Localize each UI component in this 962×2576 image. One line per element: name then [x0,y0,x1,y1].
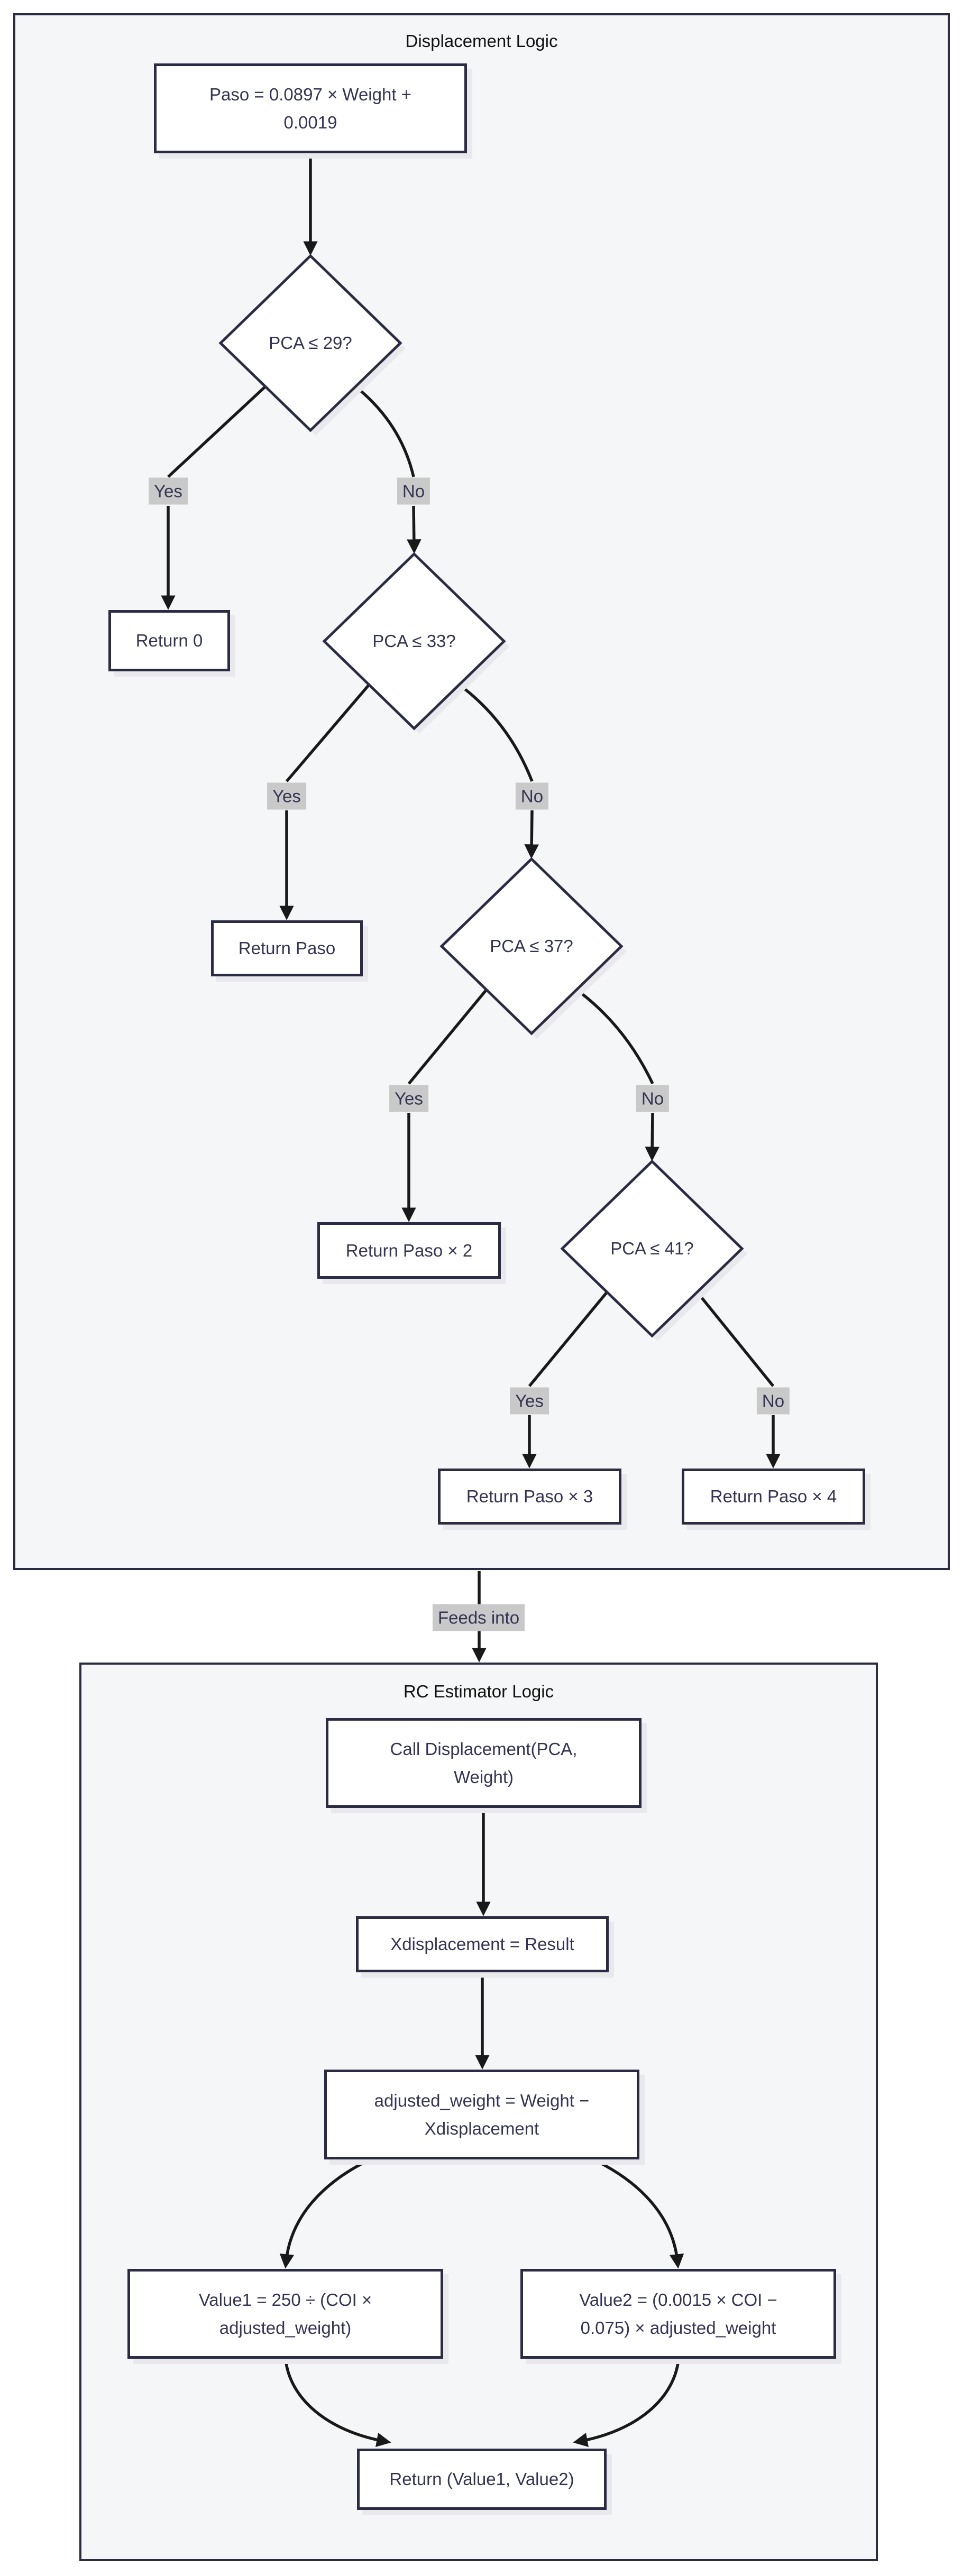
pca37-diamond-label: PCA ≤ 37? [490,936,573,956]
edge-pca41-no-diagonal [695,1291,775,1387]
return-paso-box: Return Paso [211,920,363,976]
edge-value1-to-return [284,2359,391,2448]
pca41-diamond [560,1159,744,1338]
return-paso-x3-box: Return Paso × 3 [438,1469,621,1525]
edge-pca41-yes-diagonal [528,1291,609,1387]
edge-pca29-no-diagonal [354,385,415,477]
edge-pca33-no-diagonal [458,683,534,782]
pca37-diamond [439,857,624,1036]
edge-no-to-pca41 [645,1112,659,1161]
displacement-logic-container: Displacement Logic [13,13,950,1570]
pca41-diamond-label: PCA ≤ 41? [610,1239,694,1258]
no-label-pca41: No [756,1387,790,1415]
edge-value2-to-return [573,2359,680,2448]
no-label-pca37: No [636,1085,670,1112]
pca33-diamond-label: PCA ≤ 33? [372,631,456,651]
call-displacement-box: Call Displacement(PCA, Weight) [326,1718,642,1808]
paso-formula-box: Paso = 0.0897 × Weight + 0.0019 [154,63,467,153]
return-paso-x2-box: Return Paso × 2 [317,1222,501,1279]
value1-box: Value1 = 250 ÷ (COI × adjusted_weight) [127,2269,443,2359]
edge-pca37-yes-diagonal [407,989,488,1085]
edge-pca37-no-diagonal [575,988,654,1085]
return-paso-x4-box: Return Paso × 4 [682,1469,865,1525]
pca33-diamond [322,552,506,731]
xdisplacement-box: Xdisplacement = Result [356,1916,609,1972]
value2-box: Value2 = (0.0015 × COI − 0.075) × adjust… [520,2269,836,2359]
yes-label-pca33: Yes [267,782,306,810]
pca29-diamond-label: PCA ≤ 29? [269,333,352,353]
no-label-pca29: No [397,477,430,505]
feeds-into-label: Feeds into [432,1604,525,1631]
yes-label-pca41: Yes [510,1387,549,1415]
no-label-pca33: No [515,782,549,810]
return-values-box: Return (Value1, Value2) [357,2449,607,2510]
edge-adjusted-to-value2 [593,2158,684,2269]
edge-adjusted-to-value1 [279,2158,370,2269]
pca29-diamond [218,254,402,432]
rc-estimator-title: RC Estimator Logic [403,1682,554,1701]
yes-label-pca37: Yes [389,1085,428,1112]
adjusted-weight-box: adjusted_weight = Weight − Xdisplacement [324,2070,639,2159]
yes-label-pca29: Yes [149,477,188,505]
edge-pca33-yes-diagonal [285,684,371,782]
displacement-logic-title: Displacement Logic [405,31,558,51]
edge-pca29-yes-diagonal [167,385,267,478]
return-0-box: Return 0 [108,610,230,671]
